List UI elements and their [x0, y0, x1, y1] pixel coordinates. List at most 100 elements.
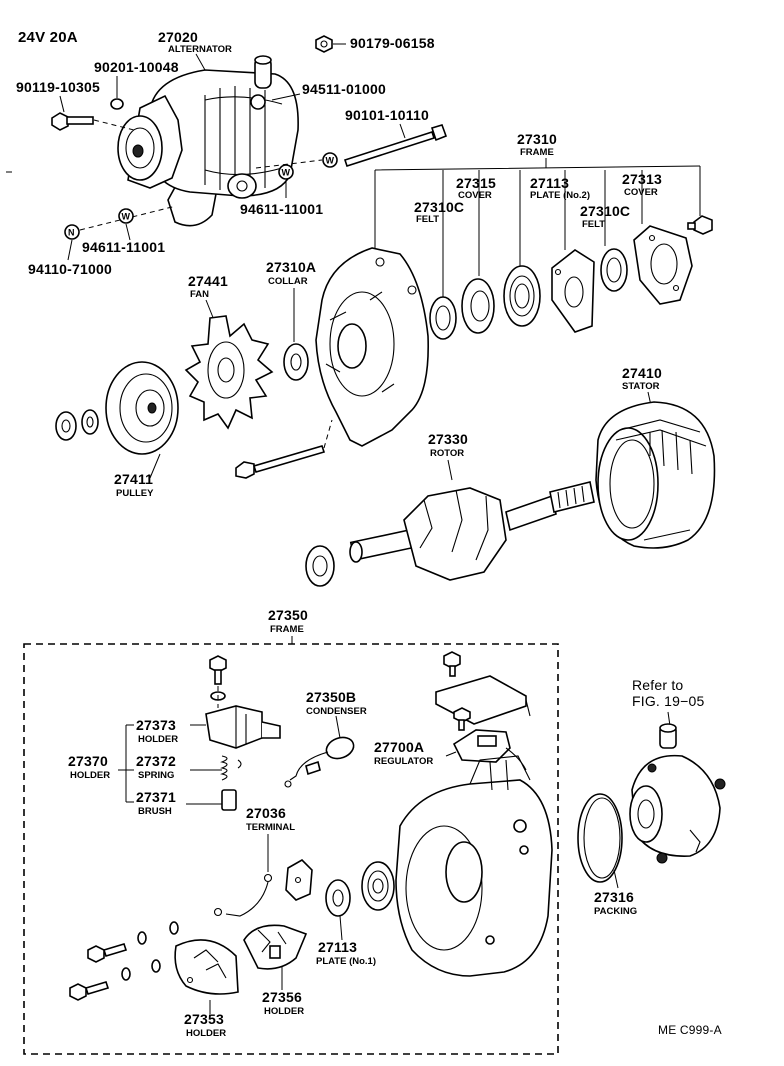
label-27310A-number: 27310A	[266, 259, 316, 275]
washer-marker-c: W	[118, 208, 134, 224]
label-27020-name: ALTERNATOR	[168, 44, 232, 55]
label-27310C-b-name: FELT	[582, 219, 605, 230]
label-94511-01000: 94511-01000	[302, 81, 386, 97]
regulator-screw	[453, 707, 471, 731]
felt-ring-a	[429, 296, 457, 340]
svg-text:N: N	[68, 228, 75, 238]
label-27036-number: 27036	[246, 805, 286, 821]
screw-lower-a	[87, 921, 179, 963]
brush-holder-27373	[205, 705, 281, 749]
label-27353-name: HOLDER	[186, 1028, 226, 1039]
label-27330-name: ROTOR	[430, 448, 464, 459]
label-27371-name: BRUSH	[138, 806, 172, 817]
vacuum-pump	[629, 723, 726, 864]
label-27315-number: 27315	[456, 175, 496, 191]
washer-marker-a: W	[322, 152, 338, 168]
label-27113-no1-number: 27113	[318, 939, 357, 955]
rectifier-end-frame	[395, 755, 553, 977]
screw-27310	[687, 215, 713, 235]
terminal-lead	[213, 873, 273, 917]
long-bolt-90101	[343, 124, 448, 168]
collar	[283, 343, 309, 381]
stator	[595, 401, 716, 549]
label-27410-name: STATOR	[622, 381, 660, 392]
spring	[220, 755, 242, 781]
label-27310A-name: COLLAR	[268, 276, 308, 287]
svg-text:W: W	[282, 168, 291, 178]
label-27410-number: 27410	[622, 365, 662, 381]
bolt-90119	[51, 112, 94, 131]
label-27113-no2-number: 27113	[530, 175, 569, 191]
frame-27350-boundary	[23, 643, 559, 1055]
pulley	[105, 361, 179, 455]
svg-text:W: W	[326, 156, 335, 166]
label-27350-number: 27350	[268, 607, 308, 623]
label-27356-number: 27356	[262, 989, 302, 1005]
label-27315-name: COVER	[458, 190, 492, 201]
label-90101-10110: 90101-10110	[345, 107, 429, 123]
label-27700A-name: REGULATOR	[374, 756, 433, 767]
pulley-nut	[55, 411, 77, 441]
cover-27313	[633, 225, 693, 305]
label-27310-name: FRAME	[520, 147, 554, 158]
reference-line-1: Refer to	[632, 677, 683, 693]
brush	[221, 789, 237, 811]
through-bolt	[235, 445, 326, 479]
drive-end-frame	[315, 247, 429, 447]
label-27372-name: SPRING	[138, 770, 174, 781]
cooling-fan	[184, 315, 274, 430]
label-27310-number: 27310	[517, 131, 557, 147]
label-27020-number: 27020	[158, 29, 198, 45]
label-27313-name: COVER	[624, 187, 658, 198]
label-27330-number: 27330	[428, 431, 468, 447]
label-27370-name: HOLDER	[70, 770, 110, 781]
diagram-code: ME C999-A	[658, 1023, 722, 1037]
alternator-assembly	[117, 55, 299, 227]
bearing-a	[503, 265, 541, 327]
label-27411-name: PULLEY	[116, 488, 154, 499]
packing-ring	[577, 793, 623, 883]
pulley-washer	[81, 409, 99, 435]
svg-text:W: W	[122, 212, 131, 222]
nut-90179	[315, 35, 333, 53]
label-27441-name: FAN	[190, 289, 209, 300]
label-94611-11001-a: 94611-11001	[240, 201, 323, 217]
label-27316-name: PACKING	[594, 906, 637, 917]
label-27411-number: 27411	[114, 471, 153, 487]
regulator-cover-plate	[435, 651, 531, 725]
rotor	[349, 481, 595, 581]
cover-27315	[461, 278, 495, 334]
label-94611-11001-b: 94611-11001	[82, 239, 165, 255]
label-27313-number: 27313	[622, 171, 662, 187]
brush-holder-27353	[174, 939, 239, 995]
label-94110-71000: 94110-71000	[28, 261, 112, 277]
voltage-rating: 24V 20A	[18, 29, 78, 46]
label-27310C-a-name: FELT	[416, 214, 439, 225]
label-27356-name: HOLDER	[264, 1006, 304, 1017]
reference-line-2: FIG. 19−05	[632, 693, 704, 709]
plate-no1	[325, 879, 351, 917]
label-27370-number: 27370	[68, 753, 108, 769]
label-27310C-b-number: 27310C	[580, 203, 630, 219]
condenser	[284, 736, 355, 788]
label-27350-name: FRAME	[270, 624, 304, 635]
nut-marker: N	[64, 224, 80, 240]
label-90179-06158: 90179-06158	[350, 35, 435, 51]
label-27350B-number: 27350B	[306, 689, 356, 705]
brush-holder-27356	[243, 924, 308, 970]
label-27316-number: 27316	[594, 889, 634, 905]
label-27353-number: 27353	[184, 1011, 224, 1027]
label-27350B-name: CONDENSER	[306, 706, 367, 717]
label-27441-number: 27441	[188, 273, 228, 289]
label-27371-number: 27371	[136, 789, 176, 805]
label-27113-no1-name: PLATE (No.1)	[316, 956, 376, 967]
label-27373-number: 27373	[136, 717, 176, 733]
screw-lower-b	[69, 959, 161, 1001]
label-27036-name: TERMINAL	[246, 822, 295, 833]
screw-holder-top	[209, 655, 227, 701]
felt-ring-b	[600, 248, 628, 292]
label-27113-no2-name: PLATE (No.2)	[530, 190, 590, 201]
end-bearing	[361, 861, 395, 911]
label-27373-name: HOLDER	[138, 734, 178, 745]
